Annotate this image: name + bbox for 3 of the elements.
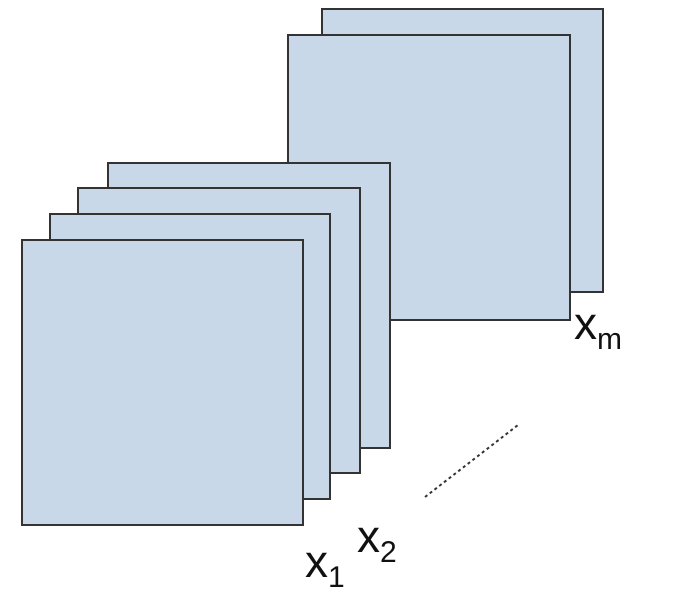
math-label: x$_{2}$ bbox=[357, 513, 397, 568]
math-label: x$_{1}$ bbox=[305, 538, 345, 594]
math-label: x$_{m}$ bbox=[574, 300, 622, 356]
